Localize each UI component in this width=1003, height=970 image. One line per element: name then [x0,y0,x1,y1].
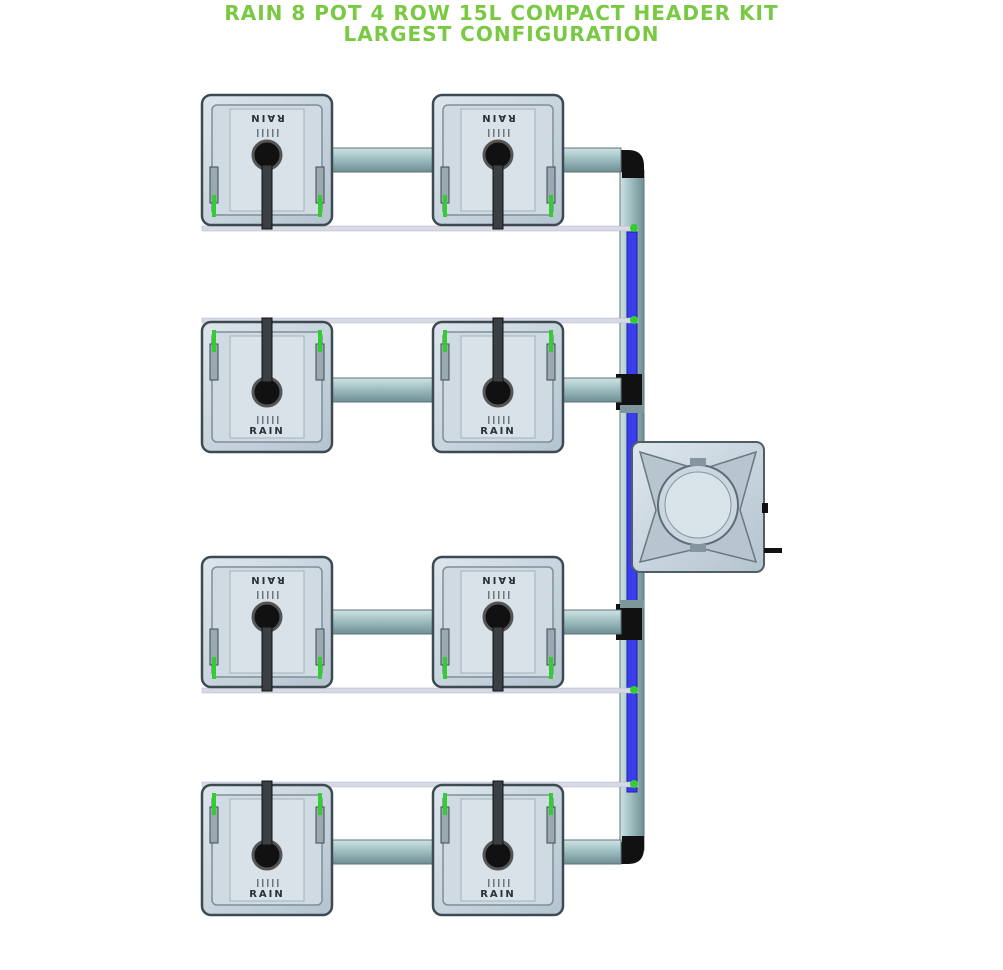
branch-pipe [329,609,436,635]
pot-brand-label: RAIN [249,426,285,437]
pot-brand-label: RAIN [480,112,516,123]
branch-pipe [560,839,622,865]
header-joint [620,405,644,413]
drip-line [201,317,639,324]
header-joint [620,600,644,608]
branch-pipe [560,147,622,173]
pot: RAIN [200,317,334,454]
drip-connector [630,316,638,324]
drip-line [201,781,639,788]
drip-line [201,687,639,694]
branch-pipe [329,377,436,403]
pot-brand-label: RAIN [249,112,285,123]
branch-pipe [329,839,436,865]
pot-brand-label: RAIN [480,426,516,437]
outlet-fitting [764,548,782,553]
title-line-1: RAIN 8 POT 4 ROW 15L COMPACT HEADER KIT [224,1,779,25]
pot: RAIN [431,317,565,454]
branch-pipe [560,377,622,403]
pot-brand-label: RAIN [249,574,285,585]
pot: RAIN [431,780,565,917]
pot: RAIN [200,555,334,692]
drip-connector [630,686,638,694]
branch-pipe [329,147,436,173]
drip-line [201,225,639,232]
pot-brand-label: RAIN [480,889,516,900]
pot-brand-label: RAIN [249,889,285,900]
drip-connector [630,224,638,232]
pot: RAIN [431,555,565,692]
pot: RAIN [200,780,334,917]
reservoir-tank [631,441,782,573]
pot: RAIN [431,93,565,230]
valve-fitting [762,503,768,513]
drip-connector [630,780,638,788]
pot-brand-label: RAIN [480,574,516,585]
pot: RAIN [200,93,334,230]
title-line-2: LARGEST CONFIGURATION [343,22,660,46]
branch-pipe [560,609,622,635]
